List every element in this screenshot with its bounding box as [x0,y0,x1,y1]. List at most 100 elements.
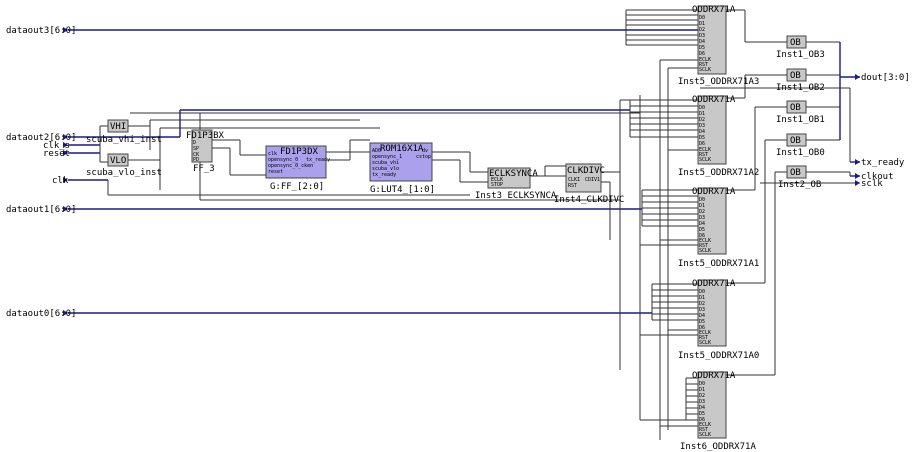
svg-text:D4: D4 [699,405,705,411]
svg-text:D5: D5 [699,45,705,51]
svg-text:scuba_vlo: scuba_vlo [372,166,399,172]
port-dataout1 [63,206,68,212]
svg-text:D3: D3 [699,307,705,313]
svg-text:tx_ready: tx_ready [372,172,396,178]
svg-text:D1: D1 [699,111,705,117]
cell-eclksync[interactable]: ECLKSYNCA ECLK STOP Inst3_ECLKSYNCA [475,167,557,201]
svg-text:FD1P3DX: FD1P3DX [280,147,319,157]
cell-vhi[interactable]: VHI scuba_vhi_inst [86,119,162,145]
svg-text:D6: D6 [699,51,705,57]
svg-text:clk: clk [268,151,277,157]
instance-label-oddr-2: Inst5_ODDRX71A2 [678,168,759,178]
svg-text:SCLK: SCLK [699,67,711,73]
cell-oddr-2[interactable]: ODDRX71A D0 D1 D2 D3 D4 D5 D6 ECLK RST S… [678,95,759,178]
svg-text:tx_ready: tx_ready [306,157,330,163]
cell-oddr-3[interactable]: ODDRX71A D0 D1 D2 D3 D4 D5 D6 ECLK RST S… [678,5,759,87]
cell-ff[interactable]: FD1P3DX clk opensync_0 opensync_0_cken r… [265,145,330,192]
port-clk-s [63,142,68,148]
port-label-dout: dout[3:0] [861,73,910,83]
svg-text:RST: RST [568,183,577,189]
svg-text:D3: D3 [699,399,705,405]
svg-text:D4: D4 [699,313,705,319]
svg-text:PD: PD [193,157,199,163]
svg-text:ECLKSYNCA: ECLKSYNCA [489,169,538,179]
svg-text:D0: D0 [699,105,705,111]
port-label-dataout3: dataout3[6:0] [6,26,76,36]
svg-text:CDIV1: CDIV1 [585,177,600,183]
svg-text:AD0: AD0 [372,148,381,154]
svg-text:ECLK: ECLK [699,147,711,153]
svg-text:D6: D6 [699,325,705,331]
svg-text:ODDRX71A: ODDRX71A [692,187,736,197]
cell-ob1[interactable]: OB Inst1_OB1 [776,100,825,125]
cell-ob2[interactable]: OB Inst1_OB2 [776,68,825,93]
logic-wires [99,59,698,440]
port-label-dataout1: dataout1[6:0] [6,205,76,215]
svg-text:ODDRX71A: ODDRX71A [692,95,736,105]
cell-oddr-1[interactable]: ODDRX71A D0 D1 D2 D3 D4 D5 D6 ECLK RST S… [678,187,759,269]
svg-text:STOP: STOP [491,182,503,188]
svg-text:OB: OB [790,136,801,146]
svg-text:ODDRX71A: ODDRX71A [692,5,736,15]
svg-text:ECLK: ECLK [699,330,711,336]
svg-text:ECLK: ECLK [699,238,711,244]
svg-text:ECLK: ECLK [491,177,503,183]
cell-ob3[interactable]: OB Inst1_OB3 [776,35,825,60]
port-dataout3 [63,27,68,33]
svg-text:CLKDIVC: CLKDIVC [567,166,605,176]
cell-rom[interactable]: ROM16X1A AD0 opensync_1 scuba_vhi scuba_… [369,142,435,195]
port-dataout2 [63,134,68,140]
svg-text:D6: D6 [699,417,705,423]
svg-text:SCLK: SCLK [699,432,711,438]
svg-text:D5: D5 [699,319,705,325]
svg-text:D2: D2 [699,117,705,123]
svg-text:D3: D3 [699,33,705,39]
cell-vlo[interactable]: VLO scuba_vlo_inst [86,153,162,178]
svg-text:SCLK: SCLK [699,157,711,163]
port-label-tx-ready: tx_ready [861,158,905,168]
svg-text:D4: D4 [699,129,705,135]
svg-text:VHI: VHI [110,122,126,132]
cell-ob0[interactable]: OB Inst1_OB0 [776,133,825,158]
instance-label-eclksync: Inst3_ECLKSYNCA [475,191,557,201]
port-dout [855,74,860,80]
svg-text:scuba_vhi: scuba_vhi [372,160,399,166]
instance-label-ob2: Inst1_OB2 [776,83,825,93]
svg-text:D5: D5 [699,135,705,141]
svg-text:OB: OB [790,168,801,178]
svg-text:dv: dv [422,148,428,154]
svg-text:cstop: cstop [416,154,431,160]
port-label-clkout: clkout [861,172,894,182]
svg-text:D0: D0 [699,197,705,203]
instance-label-ob3: Inst1_OB3 [776,50,825,60]
svg-text:D0: D0 [699,289,705,295]
input-wires [68,29,698,314]
svg-text:D2: D2 [699,393,705,399]
instance-label-oddr-0: Inst5_ODDRX71A0 [678,351,759,361]
svg-text:D5: D5 [699,227,705,233]
cell-ob-inst2[interactable]: OB Inst2_OB [778,165,821,190]
svg-text:ODDRX71A: ODDRX71A [692,279,736,289]
instance-label-vhi: scuba_vhi_inst [86,135,162,145]
port-clk [63,177,68,183]
svg-text:CLKI: CLKI [568,177,580,183]
svg-text:RST: RST [699,62,708,68]
cell-ff3[interactable]: FD1P3BX D SP CK PD FF_3 [186,129,225,174]
svg-text:SCLK: SCLK [699,340,711,346]
cell-clkdiv[interactable]: CLKDIVC CLKI RST CDIV1 Inst4_CLKDIVC [554,163,624,205]
port-label-reset: reset [43,149,70,159]
svg-text:D1: D1 [699,387,705,393]
cell-oddr-6[interactable]: ODDRX71A D0 D1 D2 D3 D4 D5 D6 ECLK RST S… [680,371,756,452]
cell-oddr-0[interactable]: ODDRX71A D0 D1 D2 D3 D4 D5 D6 ECLK RST S… [678,279,759,361]
port-label-dataout2: dataout2[6:0] [6,133,76,143]
instance-label-oddr-1: Inst5_ODDRX71A1 [678,259,759,269]
svg-text:opensync_0_cken: opensync_0_cken [268,163,313,169]
svg-text:RST: RST [699,152,708,158]
instance-label-vlo: scuba_vlo_inst [86,168,162,178]
svg-text:SP: SP [193,146,199,152]
svg-text:OB: OB [790,71,801,81]
port-label-clk: clk [52,176,69,186]
svg-text:D4: D4 [699,221,705,227]
svg-text:OB: OB [790,38,801,48]
